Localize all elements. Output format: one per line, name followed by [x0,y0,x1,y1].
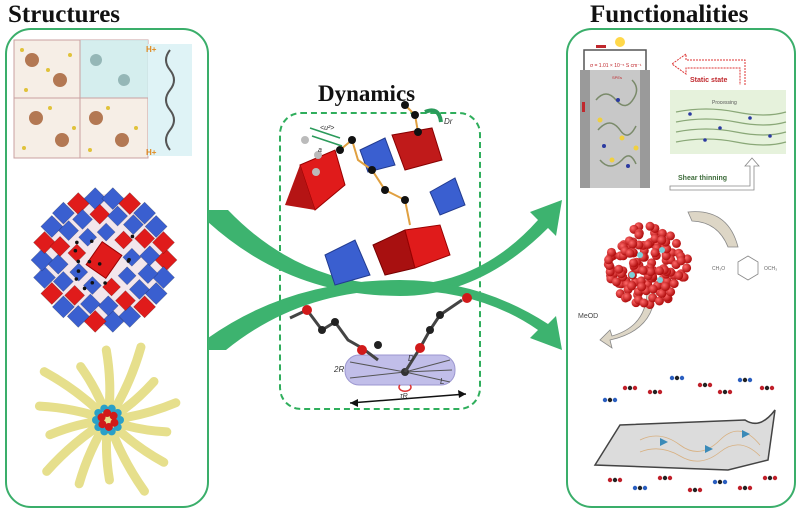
proton-label-bottom: H+ [146,148,157,157]
conductivity-value: σ = 1.01 × 10⁻⁵ S cm⁻¹ [590,63,642,69]
polyoxometalate-cluster-image [31,188,177,333]
rotation-label: Dr [444,117,453,126]
length-label: L [440,377,444,386]
membrane-schematic [595,376,777,492]
meod-label: MeOD [578,313,598,320]
msd-label: <u²> [320,125,334,132]
host-guest-cluster: CH₃O OCH₃ MeOD [578,212,777,348]
star-polymer-image [39,347,175,491]
guest-right-group: OCH₃ [764,266,777,272]
diffusion-label: D [408,354,414,363]
shear-thinning-label: Shear thinning [678,175,727,182]
proton-label-top: H+ [146,45,157,54]
guest-left-group: CH₃O [712,266,725,272]
processing-label: Processing [712,100,737,106]
spes-label: SPEs [612,75,622,80]
dynamics-top-molecule: <u²> a Dr [285,101,465,285]
radius-label: 2R [333,365,344,374]
static-state-label: Static state [690,77,727,84]
dynamics-bottom-molecule: 2R D L τR [290,293,472,407]
a-label: a [318,147,322,154]
conductivity-schematic: σ = 1.01 × 10⁻⁵ S cm⁻¹ SPEs Processing S… [580,37,786,190]
crystal-lattice-image: H+ H+ [14,40,192,158]
